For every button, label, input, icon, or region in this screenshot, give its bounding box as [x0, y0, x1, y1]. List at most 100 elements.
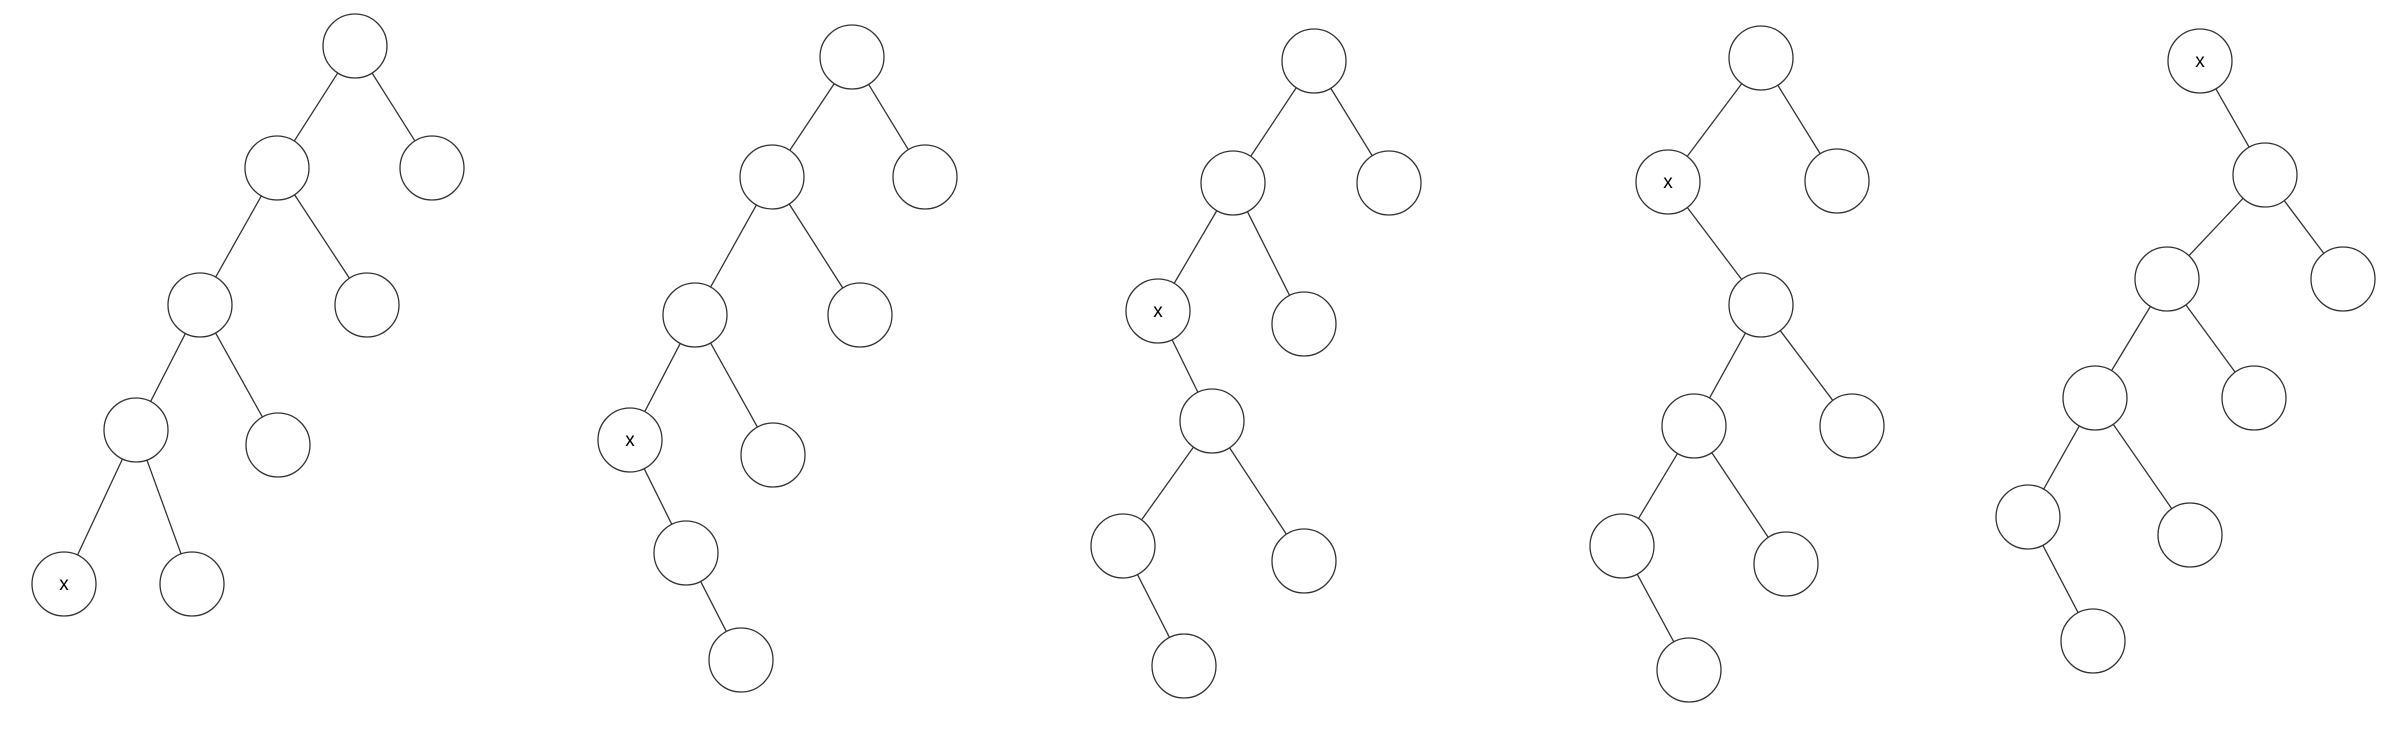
- tree-node: [1753, 531, 1819, 597]
- node-circle: [2232, 142, 2298, 208]
- node-circle: [244, 135, 310, 201]
- tree-edge: [644, 343, 681, 412]
- tree-node: [244, 135, 310, 201]
- tree-edge: [700, 581, 727, 632]
- tree-node: x: [2167, 28, 2233, 94]
- tree-node: [1819, 393, 1885, 459]
- tree-node: [1281, 28, 1347, 94]
- node-circle: [1635, 149, 1701, 215]
- tree-node: [1656, 637, 1722, 703]
- node-circle: [1804, 148, 1870, 214]
- node-circle: [1090, 513, 1156, 579]
- tree-5: x: [1995, 28, 2376, 674]
- tree-edge: [789, 83, 835, 151]
- tree-node: x: [31, 551, 97, 617]
- tree-1: x: [31, 13, 465, 617]
- tree-edge: [2215, 88, 2250, 148]
- tree-edge: [2043, 425, 2080, 490]
- tree-node: [1995, 484, 2061, 550]
- node-label: x: [59, 574, 69, 595]
- node-circle: [103, 397, 169, 463]
- tree-node: [892, 144, 958, 210]
- node-circle: [245, 412, 311, 478]
- node-circle: [167, 272, 233, 338]
- tree-edge: [1708, 332, 1747, 399]
- node-circle: [827, 282, 893, 348]
- node-circle: [322, 13, 388, 79]
- trees-layer: x x x x x: [31, 13, 2376, 703]
- tree-4: x: [1589, 25, 1885, 703]
- tree-edge: [371, 72, 416, 142]
- node-circle: [1819, 393, 1885, 459]
- tree-edge: [710, 204, 757, 288]
- tree-edge: [643, 468, 673, 525]
- tree-node: [2134, 246, 2200, 312]
- tree-node: [1728, 25, 1794, 91]
- tree-edge: [1250, 87, 1297, 157]
- tree-node: [167, 272, 233, 338]
- tree-edge: [293, 72, 339, 142]
- node-circle: [819, 24, 885, 90]
- node-circle: [1179, 388, 1245, 454]
- tree-edge: [1173, 210, 1218, 284]
- tree-edge: [868, 84, 909, 150]
- tree-edge: [2042, 545, 2079, 613]
- tree-edge: [294, 194, 350, 279]
- node-circle: [2310, 246, 2376, 312]
- tree-node: [739, 144, 805, 210]
- tree-node: [1271, 528, 1337, 594]
- tree-node: [819, 24, 885, 90]
- node-label: x: [625, 430, 635, 451]
- tree-edge: [710, 342, 758, 428]
- node-circle: [2167, 28, 2233, 94]
- tree-node: [1271, 291, 1337, 357]
- tree-edge: [1330, 87, 1373, 157]
- node-circle: [1151, 633, 1217, 699]
- tree-node: [334, 272, 400, 338]
- node-circle: [1661, 393, 1727, 459]
- node-circle: [1589, 513, 1655, 579]
- node-label: x: [1153, 301, 1163, 322]
- tree-edge: [215, 195, 262, 278]
- tree-edge: [2188, 197, 2244, 257]
- node-circle: [892, 144, 958, 210]
- tree-node: [399, 135, 465, 201]
- tree-node: [653, 520, 719, 586]
- node-circle: [2134, 246, 2200, 312]
- tree-edge: [1229, 447, 1287, 535]
- tree-edge: [2283, 200, 2325, 254]
- node-circle: [2060, 608, 2126, 674]
- tree-node: [662, 282, 728, 348]
- tree-node: [827, 282, 893, 348]
- node-circle: [1356, 150, 1422, 216]
- tree-node: x: [597, 407, 663, 473]
- tree-3: x: [1090, 28, 1422, 699]
- node-circle: [1753, 531, 1819, 597]
- tree-node: [1200, 150, 1266, 216]
- tree-edge: [1637, 453, 1679, 519]
- node-label: x: [2195, 51, 2205, 72]
- tree-node: [2062, 365, 2128, 431]
- node-circle: [1656, 637, 1722, 703]
- tree-edge: [2185, 304, 2236, 373]
- tree-node: [1151, 633, 1217, 699]
- tree-edge: [215, 332, 263, 418]
- tree-node: [740, 422, 806, 488]
- tree-node: [708, 627, 774, 693]
- node-circle: [399, 135, 465, 201]
- tree-edge: [1141, 446, 1194, 521]
- tree-edge: [76, 458, 124, 556]
- tree-edge: [2111, 306, 2151, 371]
- tree-node: [2232, 142, 2298, 208]
- tree-node: [1179, 388, 1245, 454]
- node-circle: [1728, 25, 1794, 91]
- tree-edge: [146, 459, 182, 555]
- tree-edge: [1779, 330, 1834, 401]
- tree-node: [1589, 513, 1655, 579]
- tree-node: [245, 412, 311, 478]
- tree-edge: [1711, 452, 1769, 538]
- node-circle: [1271, 528, 1337, 594]
- tree-node: [2221, 365, 2287, 431]
- node-circle: [2157, 502, 2223, 568]
- node-circle: [662, 282, 728, 348]
